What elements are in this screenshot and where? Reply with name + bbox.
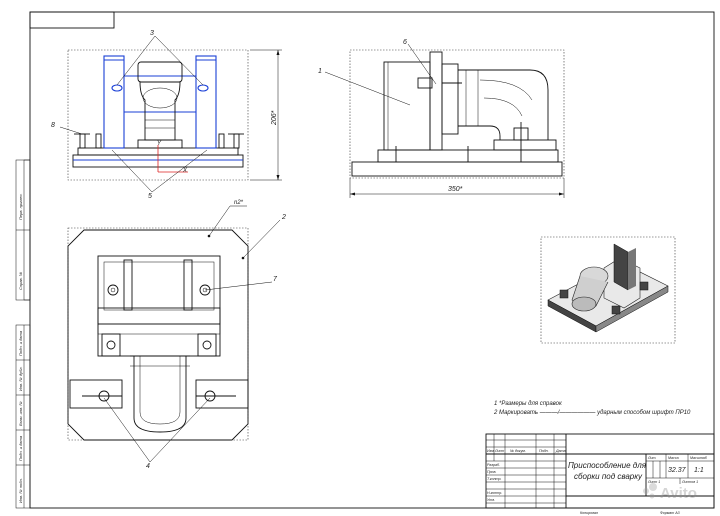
isometric-view <box>540 236 676 344</box>
watermark: Avito <box>643 483 697 502</box>
tb-copied: Копировал <box>580 511 598 515</box>
margin-label-inv-dubl: Инв. № дубл. <box>18 366 23 391</box>
callout-4: 4 <box>146 463 150 470</box>
tb-scale: 1:1 <box>694 467 704 474</box>
tb-sheet: Лист 1 <box>647 480 660 484</box>
callout-3: 3 <box>150 30 154 37</box>
tb-mass: 32.37 <box>668 467 687 474</box>
margin-label-vzam-inv: Взам. инв. № <box>18 401 23 426</box>
dimension-350: 350* <box>448 186 463 193</box>
tb-header-masht: Масштаб <box>690 456 708 460</box>
axis-y-label: Y <box>157 141 162 147</box>
callout-8: 8 <box>51 122 55 129</box>
tb-header-sign: Подп. <box>539 449 549 453</box>
tb-header-list: Лист <box>494 449 504 453</box>
tb-header-massa: Масса <box>668 456 679 460</box>
tb-row-nkontr: Н.контр. <box>487 491 502 495</box>
callout-6: 6 <box>403 39 407 46</box>
tb-name-line-1: Приспособление для <box>568 461 647 470</box>
margin-label-inv-podl: Инв. № подл. <box>18 478 23 503</box>
tb-header-izm: Изм <box>487 449 494 453</box>
note-line-2: 2 Маркировать ———/—————— ударным способо… <box>493 410 691 416</box>
dimension-206: 206* <box>271 110 278 126</box>
technical-notes: 1 *Размеры для справок 2 Маркировать ———… <box>493 401 691 416</box>
tb-row-razrab: Разраб. <box>487 463 500 467</box>
tb-format: Формат A3 <box>660 511 680 515</box>
surface-mark: n2* <box>234 200 244 206</box>
watermark-text: Avito <box>660 485 697 502</box>
tb-row-prov: Пров. <box>487 470 496 474</box>
callout-2: 2 <box>281 214 286 221</box>
margin-label-perv-primen: Перв. примен. <box>18 193 23 220</box>
tb-row-tkontr: Т.контр. <box>487 477 502 481</box>
margin-label-podp-data-1: Подп. и дата <box>18 330 23 356</box>
callout-7: 7 <box>273 276 278 283</box>
margin-label-podp-data-2: Подп. и дата <box>18 435 23 461</box>
front-view: Y X 3 8 5 206* <box>51 30 282 200</box>
axis-x-label: X <box>182 168 188 174</box>
note-line-1: 1 *Размеры для справок <box>494 401 563 407</box>
side-view: 1 6 350* <box>318 39 565 198</box>
tb-sheets: Листов 1 <box>681 480 698 484</box>
margin-label-sprav: Справ. № <box>18 271 23 290</box>
tb-header-lit: Лит. <box>647 456 656 460</box>
tb-name-line-2: сборки под сварку <box>574 472 643 481</box>
callout-1: 1 <box>318 68 322 75</box>
tb-row-utv: Утв. <box>487 498 495 502</box>
callout-5: 5 <box>148 193 152 200</box>
left-margin-strip: Перв. примен. Справ. № Подп. и дата Инв.… <box>15 159 31 509</box>
top-view: n2* 2 7 4 <box>67 200 286 470</box>
tb-header-date: Дата <box>555 449 565 453</box>
title-block: Изм Лист № докум. Подп. Дата Разраб. Про… <box>485 433 715 515</box>
tb-header-doc: № докум. <box>510 449 526 453</box>
